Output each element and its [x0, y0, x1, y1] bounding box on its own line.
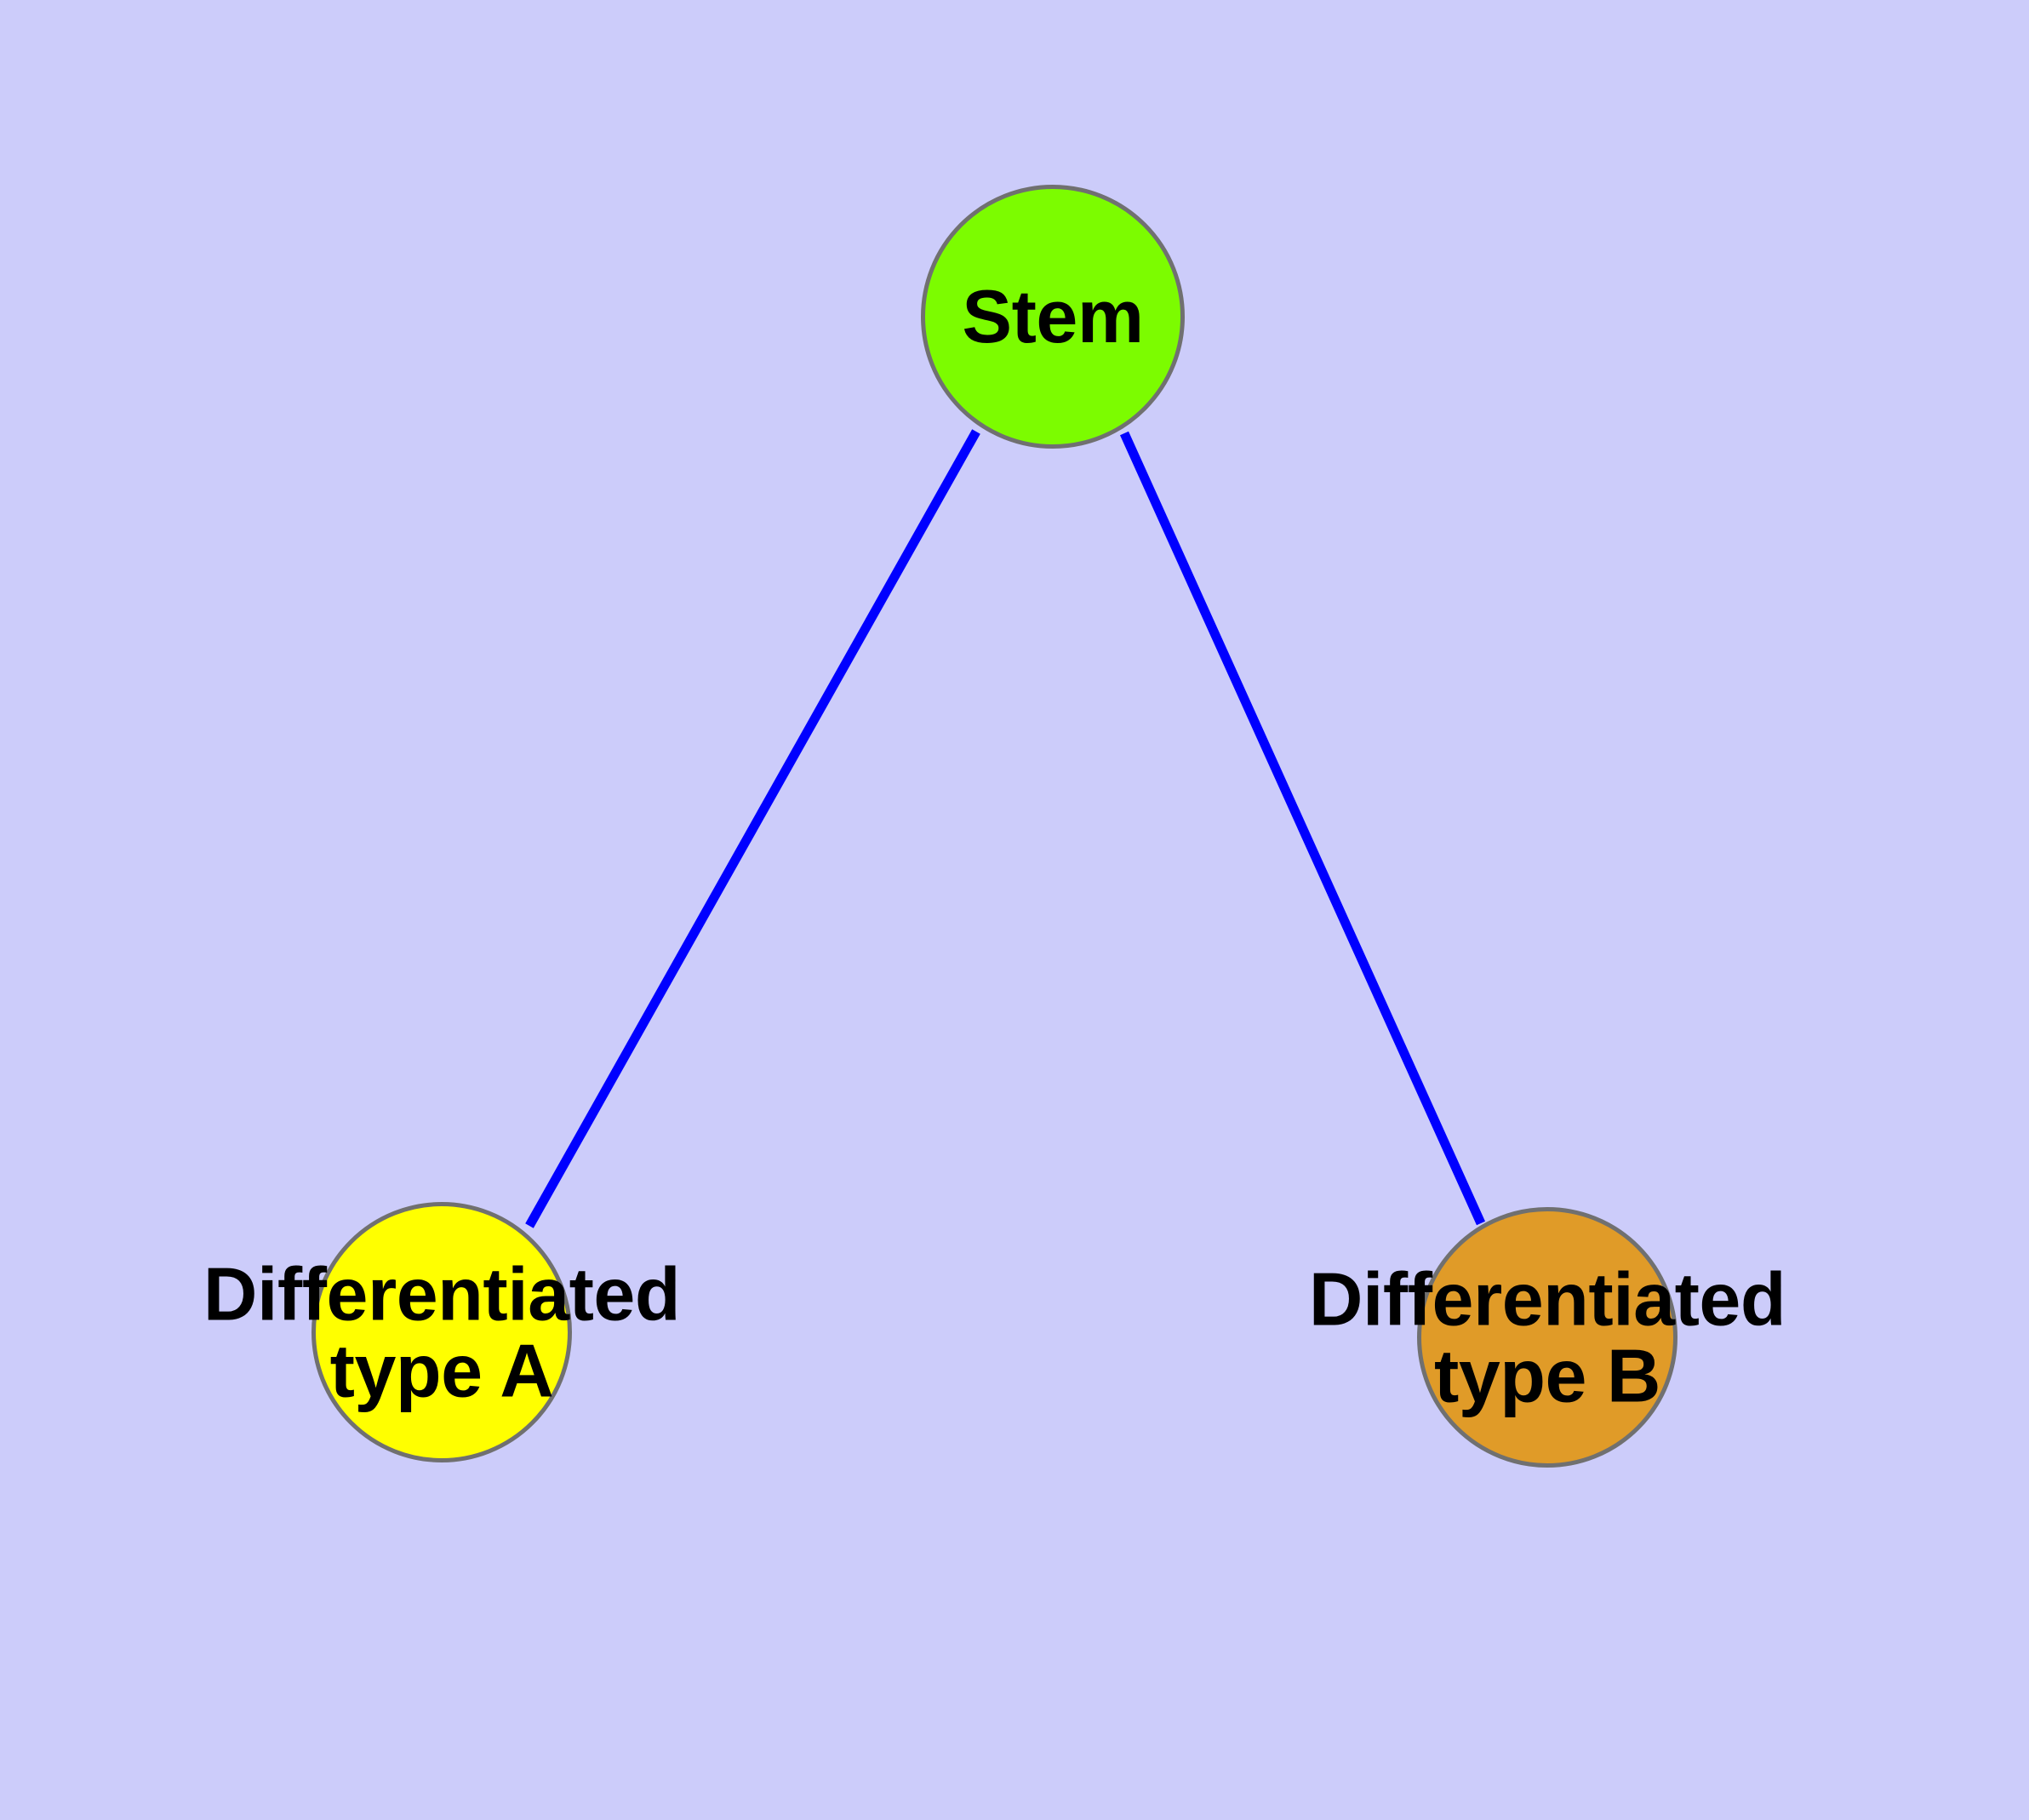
- edge-stem-to-diff-b: [1119, 431, 1486, 1226]
- node-differentiated-type-b-circle[interactable]: [1417, 1207, 1677, 1468]
- node-differentiated-type-a-circle[interactable]: [311, 1202, 572, 1462]
- node-stem-circle[interactable]: [921, 185, 1185, 449]
- edge-stem-to-diff-a: [525, 429, 980, 1228]
